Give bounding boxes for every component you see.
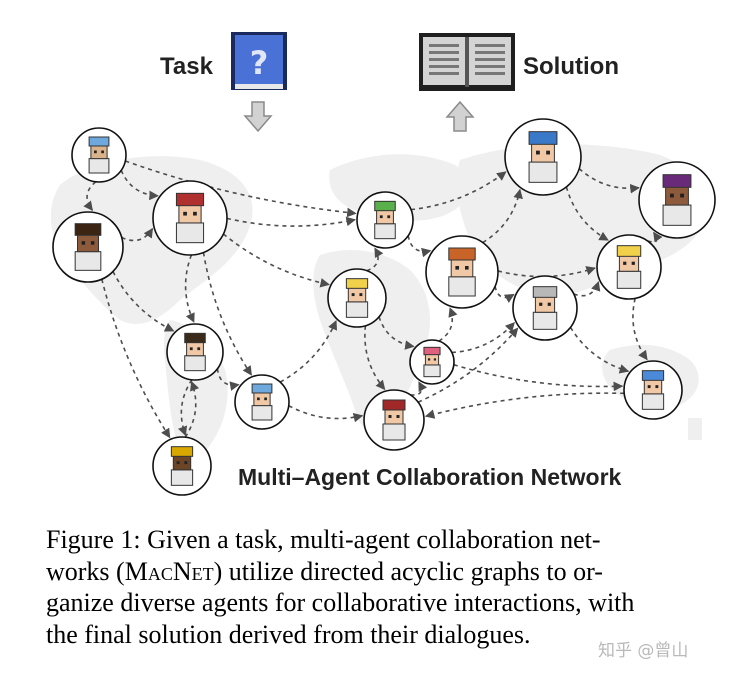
edge-e-j [288,404,364,423]
edge-i-k [438,307,458,342]
caption-line-1: Figure 1: Given a task, multi-agent coll… [46,525,601,554]
task-book-icon: ? [231,32,287,90]
caption-line-3: ganize diverse agents for collaborative … [46,588,635,617]
agent-node-b [52,211,124,283]
edge-g-i [378,316,415,350]
edge-n-o [647,231,663,243]
up-arrow-icon [445,100,475,132]
edge-c-e [202,252,253,376]
edge-h-k [407,235,432,258]
edge-h-l [410,171,507,211]
figure-caption: Figure 1: Given a task, multi-agent coll… [46,524,714,650]
watermark-text: 知乎 @曾山 [598,641,689,661]
edge-g-h [366,247,384,272]
agent-node-d [166,323,224,381]
edge-c-d [184,254,195,323]
agent-node-o [638,161,716,239]
edge-a-b [83,181,97,212]
solution-label: Solution [523,53,619,80]
agent-node-l [504,118,582,196]
network-nodes [52,118,716,496]
edge-k-l [482,188,523,244]
edge-b-d [112,271,175,332]
svg-text:?: ? [250,44,269,82]
agent-node-k [425,235,499,309]
edge-a-c [120,170,159,201]
edge-m-p [569,326,630,374]
agent-node-p [623,360,683,420]
edge-m-n [573,281,601,297]
agent-node-c [152,180,228,256]
figure-graphic: Task ? Solution [50,32,716,496]
edge-j-i [410,381,428,396]
agent-node-j [363,389,425,451]
edge-g-j [364,325,386,391]
task-label: Task [160,53,214,80]
agent-node-a [71,127,127,183]
caption-line-2-start: works ( [46,556,125,586]
agent-node-f [152,436,212,496]
down-arrow-icon [243,101,273,133]
edge-c-g [222,233,330,288]
caption-line-2-end: ) utilize directed acyclic graphs to or- [213,556,603,586]
edge-p-j [424,392,625,419]
edge-b-f [101,278,171,439]
edge-l-n [565,186,609,241]
edge-i-p [453,363,624,392]
network-label: Multi–Agent Collaboration Network [238,464,622,490]
edge-k-m [494,286,515,303]
edge-n-p [632,298,648,361]
caption-macnet-term: MacNet [124,556,214,586]
agent-node-n [596,234,662,300]
agent-node-i [409,339,455,385]
edge-d-e [216,368,240,391]
edge-e-g [279,320,338,383]
solution-book-icon [419,33,515,91]
caption-line-2: works (MacNet) utilize directed acyclic … [46,556,714,588]
agent-node-m [512,275,578,341]
caption-line-4: the final solution derived from their di… [46,619,531,649]
agent-node-h [356,191,414,249]
edge-c-h [226,216,356,227]
edge-l-o [578,168,640,194]
agent-node-e [234,374,290,430]
edge-b-c [121,227,154,242]
edge-i-m [451,321,515,354]
agent-node-g [327,268,387,328]
